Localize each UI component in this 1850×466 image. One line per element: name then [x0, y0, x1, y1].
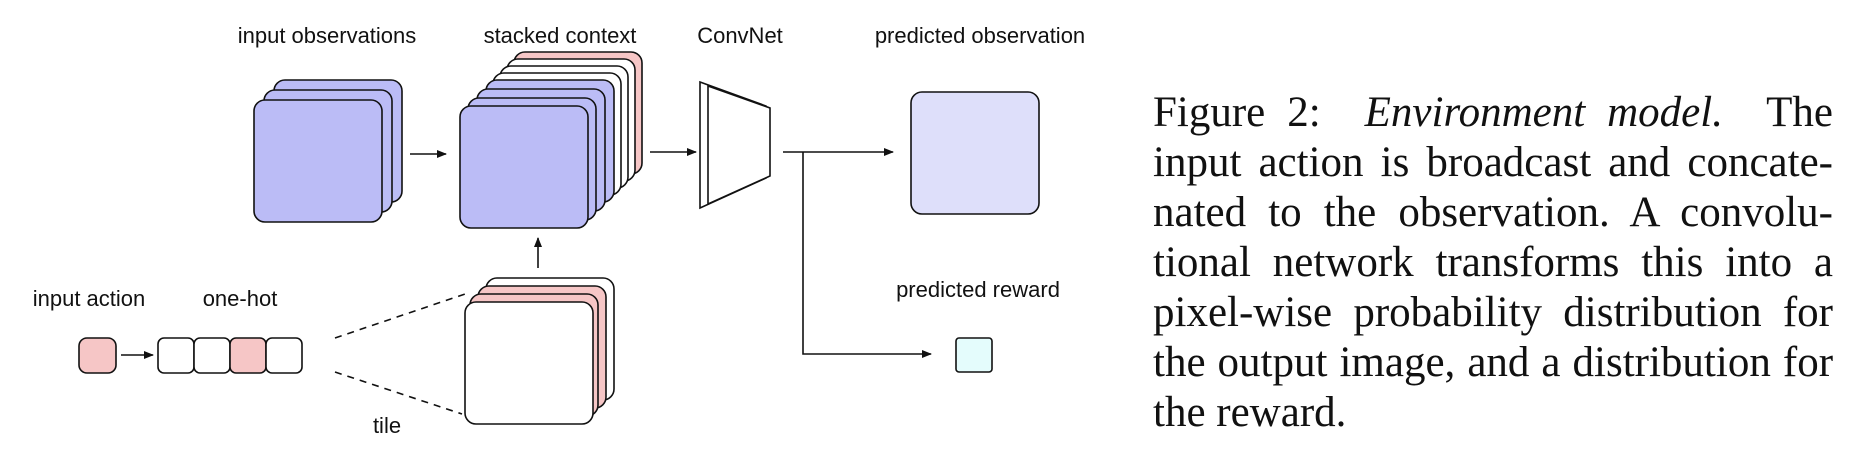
predicted-reward-cell	[955, 337, 993, 373]
caption-line: for the reward.	[1153, 339, 1834, 436]
convnet-block	[699, 80, 771, 210]
label-predicted-observation: predicted observation	[875, 23, 1085, 48]
caption-line: input action is broadcast and concate-	[1153, 139, 1833, 186]
input-action-cell	[78, 337, 117, 374]
figure-caption: Figure 2: Environment model. The input a…	[1153, 88, 1833, 438]
input-observations-stack	[253, 79, 403, 223]
one-hot-cell	[265, 337, 303, 374]
tiled-action-frame	[464, 301, 594, 425]
tile-projection-line	[334, 292, 469, 339]
caption-label: Figure 2:	[1153, 89, 1321, 136]
label-convnet: ConvNet	[697, 23, 783, 48]
caption-line: pixel-wise probability distribution for	[1153, 289, 1833, 336]
one-hot-cell	[193, 337, 231, 374]
caption-line: nated to the observation. A convolu-	[1153, 189, 1833, 236]
caption-line: the output image, and a distribution	[1153, 339, 1771, 386]
label-input-observations: input observations	[238, 23, 417, 48]
predicted-observation-frame	[910, 91, 1040, 215]
one-hot-cell	[157, 337, 195, 374]
label-one-hot: one-hot	[203, 286, 278, 311]
observation-frame	[253, 99, 383, 223]
one-hot-cell-active	[229, 337, 267, 374]
reward-branch-line	[802, 152, 932, 358]
one-hot-vector	[157, 337, 303, 374]
caption-line: tional network transforms this into a	[1153, 239, 1833, 286]
label-predicted-reward: predicted reward	[896, 277, 1060, 302]
caption-line: The	[1766, 89, 1834, 136]
tile-projection-line	[334, 371, 463, 415]
stacked-context-stack	[459, 51, 643, 229]
environment-model-diagram: input observations stacked context ConvN…	[33, 23, 1085, 438]
context-observation-frame	[459, 105, 589, 229]
label-stacked-context: stacked context	[484, 23, 637, 48]
caption-title: Environment model.	[1364, 89, 1723, 136]
tiled-action-stack	[464, 277, 615, 425]
convnet-layer-front	[707, 84, 771, 206]
label-input-action: input action	[33, 286, 146, 311]
label-tile: tile	[373, 413, 401, 438]
